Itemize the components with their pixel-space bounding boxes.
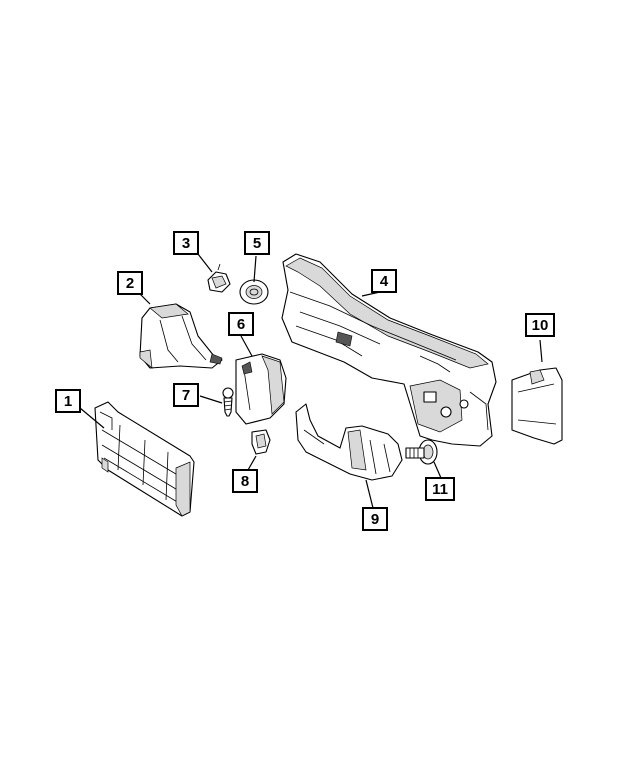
part-3-clip: [207, 263, 231, 293]
callout-4-label: 4: [380, 273, 389, 290]
callout-9: 9: [362, 507, 388, 531]
callout-8: 8: [232, 469, 258, 493]
part-8-clip: [251, 429, 271, 455]
part-11-push-pin: [405, 439, 438, 465]
callout-5: 5: [244, 231, 270, 255]
part-9-silencer: [295, 403, 403, 481]
leader-lines: [79, 253, 543, 509]
callout-4: 4: [371, 269, 397, 293]
part-7-screw: [222, 387, 234, 417]
callout-7-label: 7: [182, 387, 190, 404]
part-2-trim-cover: [139, 303, 223, 369]
callout-3-label: 3: [182, 235, 190, 252]
callout-11-label: 11: [432, 481, 448, 498]
callout-6: 6: [228, 312, 254, 336]
part-10-panel: [511, 367, 563, 445]
callout-5-label: 5: [253, 235, 261, 252]
callout-1-label: 1: [64, 393, 72, 410]
callout-1: 1: [55, 389, 81, 413]
callout-7: 7: [173, 383, 199, 407]
callout-2-label: 2: [126, 275, 134, 292]
part-5-grommet: [239, 279, 269, 305]
callout-2: 2: [117, 271, 143, 295]
callout-9-label: 9: [371, 511, 379, 528]
callout-11: 11: [425, 477, 455, 501]
callout-3: 3: [173, 231, 199, 255]
callout-8-label: 8: [241, 473, 249, 490]
callout-10: 10: [525, 313, 555, 337]
part-4-dash-panel: [281, 253, 497, 447]
callout-6-label: 6: [237, 316, 245, 333]
callout-10-label: 10: [532, 317, 549, 334]
part-1-panel: [94, 401, 195, 517]
part-6-trim: [235, 353, 287, 425]
